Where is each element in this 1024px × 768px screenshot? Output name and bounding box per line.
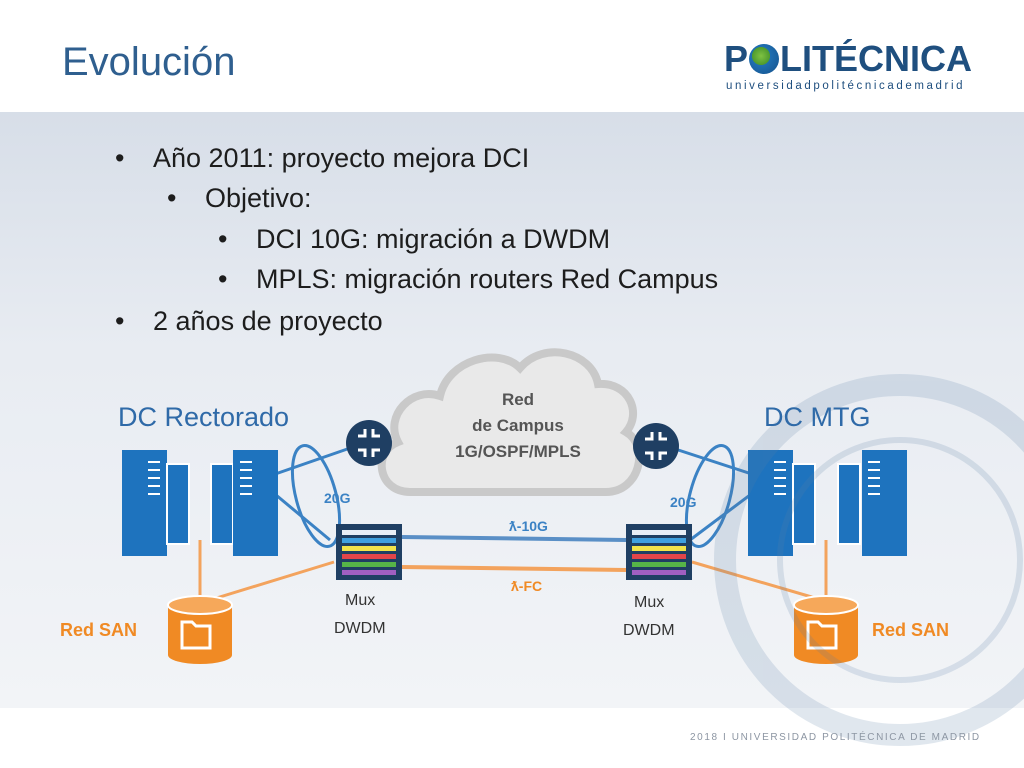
right-datacenter-icon — [748, 450, 907, 556]
bullet-item: •MPLS: migración routers Red Campus — [218, 264, 719, 294]
bullet-item: •Objetivo: — [167, 183, 312, 213]
lambda-10g-label: ƛ-10G — [509, 518, 548, 534]
university-seal-watermark — [714, 374, 1024, 746]
lambda-10g-link — [401, 535, 627, 542]
slide-title: Evolución — [62, 40, 236, 84]
cloud-label-line3: 1G/OSPF/MPLS — [455, 442, 581, 461]
logo-tagline: universidadpolitécnicademadrid — [726, 80, 966, 92]
left-mux-label-line2: DWDM — [334, 620, 386, 637]
bullet-item: •DCI 10G: migración a DWDM — [218, 224, 611, 254]
left-site-label: DC Rectorado — [118, 402, 290, 432]
right-mux-label-line1: Mux — [634, 594, 665, 611]
left-router-icon — [346, 420, 392, 466]
left-san-storage-icon — [167, 595, 233, 664]
right-router-icon — [633, 423, 679, 469]
right-san-link — [691, 560, 823, 602]
right-san-label: Red SAN — [872, 620, 950, 640]
left-san-link — [209, 560, 335, 602]
lambda-fc-label: ƛ-FC — [511, 578, 543, 594]
right-site-label: DC MTG — [764, 402, 871, 432]
left-datacenter-icon — [122, 450, 278, 556]
right-mux-label-line2: DWDM — [623, 622, 675, 639]
left-mux-label-line1: Mux — [345, 592, 376, 609]
bullet-item: •2 años de proyecto — [115, 306, 383, 336]
left-mux-icon — [336, 524, 402, 580]
globe-icon — [749, 44, 780, 74]
right-san-storage-icon — [793, 595, 859, 664]
campus-cloud: Red de Campus 1G/OSPF/MPLS — [377, 348, 644, 496]
slide-footer: 2018 I UNIVERSIDAD POLITÉCNICA DE MADRID — [690, 732, 981, 743]
left-link-label: 20G — [324, 490, 351, 506]
lambda-fc-link — [401, 565, 627, 572]
right-link-label: 20G — [670, 494, 697, 510]
right-mux-icon — [626, 524, 692, 580]
bullet-item: •Año 2011: proyecto mejora DCI — [115, 143, 530, 173]
left-san-label: Red SAN — [60, 620, 138, 640]
cloud-label-line2: de Campus — [472, 416, 564, 435]
cloud-label-line1: Red — [502, 390, 534, 409]
